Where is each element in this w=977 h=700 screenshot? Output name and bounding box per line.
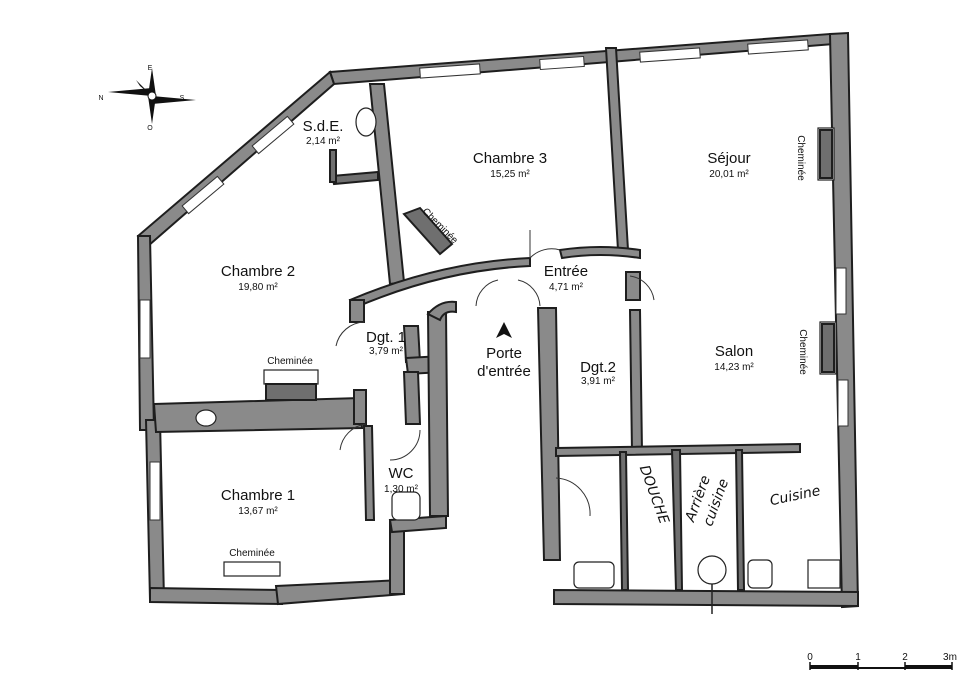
- room-area-sejour: 20,01 m²: [709, 169, 749, 180]
- scale-tick-0: 0: [807, 652, 813, 663]
- room-area-chambre1: 13,67 m²: [238, 506, 278, 517]
- compass-n-label: N: [98, 95, 103, 102]
- door-swings: [335, 230, 655, 517]
- fixtures: [195, 107, 841, 614]
- fireplace-chambre2: [263, 369, 319, 385]
- cheminee-label-sejour: Cheminée: [795, 135, 806, 181]
- compass-e-label: E: [148, 65, 153, 72]
- room-name-chambre2: Chambre 2: [221, 263, 295, 280]
- scale-tick-3: 3m: [943, 652, 957, 663]
- scale-bar: 0 1 2 3m: [807, 652, 957, 670]
- toilet-wc: [391, 491, 421, 521]
- room-area-dgt1: 3,79 m²: [369, 346, 404, 357]
- fireplace-chambre3: [402, 206, 454, 256]
- scale-tick-1: 1: [855, 652, 861, 663]
- cheminee-label-chambre1: Cheminée: [229, 548, 275, 559]
- handwritten-douche: DOUCHE: [636, 463, 672, 526]
- room-name-dgt1: Dgt. 1: [366, 329, 406, 346]
- cheminee-label-chambre2: Cheminée: [267, 356, 313, 367]
- fireplace-chambre1: [223, 561, 281, 577]
- porte-label-line1: Porte: [486, 345, 522, 362]
- drain-arriere-cuisine: [697, 555, 727, 585]
- room-name-dgt2: Dgt.2: [580, 359, 616, 376]
- room-area-sde: 2,14 m²: [306, 136, 341, 147]
- compass-arm-north: [148, 68, 156, 96]
- room-name-salon: Salon: [715, 343, 753, 360]
- room-area-salon: 14,23 m²: [714, 362, 754, 373]
- compass-arm-east: [152, 96, 196, 104]
- room-name-sde: S.d.E.: [303, 118, 344, 135]
- compass-arm-west: [108, 88, 152, 96]
- compass-s-label: S: [180, 95, 185, 102]
- entrance-arrow-icon: [496, 322, 512, 338]
- porte-label-line2: d'entrée: [477, 363, 531, 380]
- handwritten-labels: DOUCHE Arrière cuisine Cuisine: [636, 463, 822, 528]
- room-labels: S.d.E. 2,14 m² Chambre 3 15,25 m² Séjour…: [221, 118, 755, 517]
- sink-chambre2: [195, 409, 217, 427]
- room-area-chambre3: 15,25 m²: [490, 169, 530, 180]
- room-area-entree: 4,71 m²: [549, 282, 584, 293]
- room-name-sejour: Séjour: [707, 150, 750, 167]
- interior-walls: [152, 47, 801, 591]
- room-area-wc: 1,30 m²: [384, 484, 419, 495]
- room-area-chambre2: 19,80 m²: [238, 282, 278, 293]
- room-name-chambre1: Chambre 1: [221, 487, 295, 504]
- room-name-chambre3: Chambre 3: [473, 150, 547, 167]
- cheminee-label-salon: Cheminée: [797, 329, 808, 375]
- exterior-walls: [136, 31, 860, 609]
- handwritten-cuisine: Cuisine: [768, 483, 821, 509]
- sink-sde: [355, 107, 377, 137]
- stove-cuisine: [807, 559, 841, 589]
- room-name-entree: Entrée: [544, 263, 588, 280]
- fireplaces: [223, 127, 837, 577]
- windows: [139, 39, 849, 521]
- sink-douche: [573, 561, 615, 589]
- room-area-dgt2: 3,91 m²: [581, 376, 616, 387]
- compass-rose: N S E O: [98, 65, 196, 132]
- compass-o-label: O: [147, 125, 153, 132]
- compass-arm-south: [148, 96, 156, 124]
- room-name-wc: WC: [389, 465, 414, 482]
- scale-tick-2: 2: [902, 652, 908, 663]
- sink-cuisine: [747, 559, 773, 589]
